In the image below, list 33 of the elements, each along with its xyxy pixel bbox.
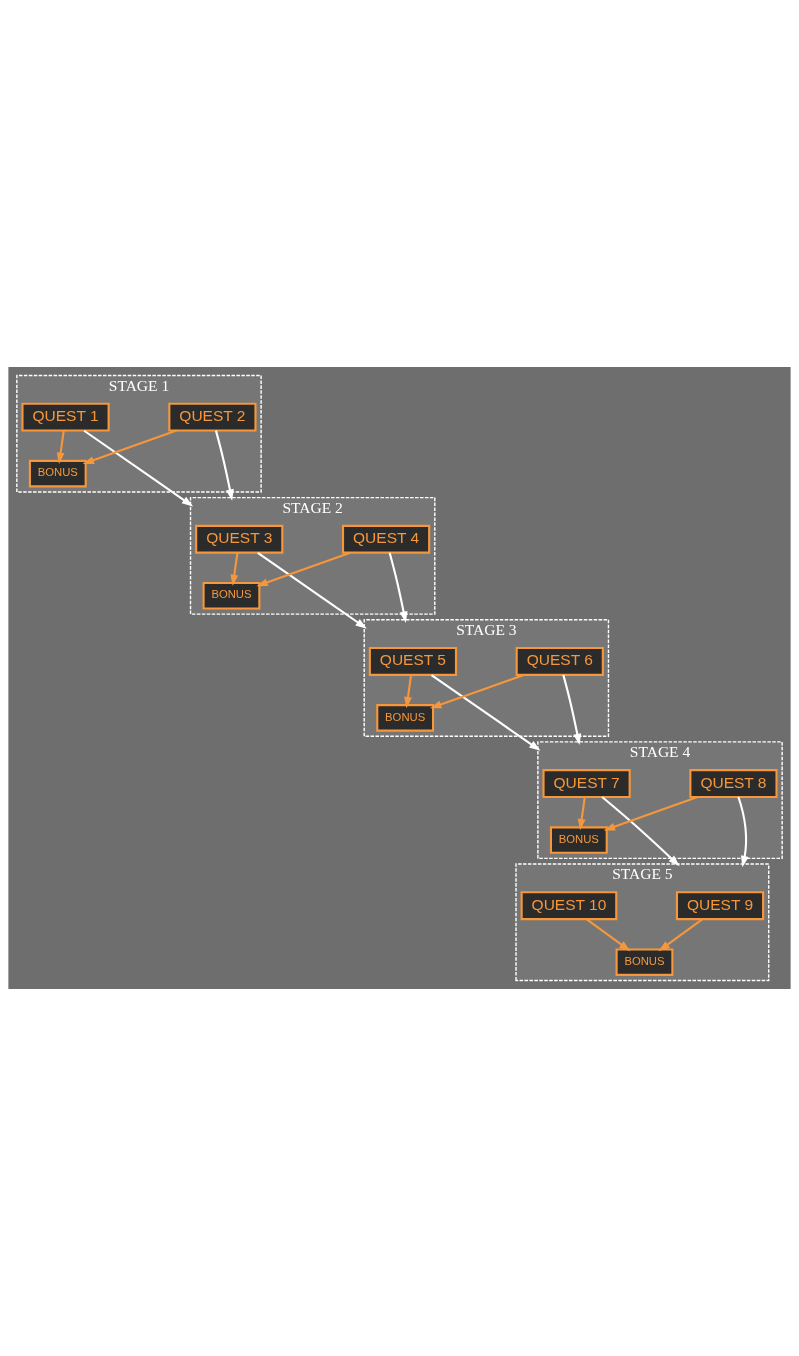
arrow xyxy=(257,552,367,629)
node-box: QUEST 7 xyxy=(542,769,631,798)
node-box: BONUS xyxy=(202,582,261,610)
arrow xyxy=(601,796,680,867)
arrow xyxy=(404,674,413,709)
arrow xyxy=(430,673,525,709)
arrow xyxy=(737,796,749,868)
arrow xyxy=(256,551,351,587)
arrow xyxy=(388,552,408,623)
node-box: QUEST 5 xyxy=(368,646,458,676)
node-box: QUEST 10 xyxy=(520,891,618,921)
arrow xyxy=(577,796,586,831)
node-box: QUEST 6 xyxy=(515,646,604,676)
node-box: QUEST 8 xyxy=(689,769,778,798)
arrow xyxy=(585,918,631,952)
node-box: QUEST 2 xyxy=(168,402,257,432)
node-box: QUEST 9 xyxy=(675,891,765,921)
node-box: BONUS xyxy=(28,459,87,488)
node-box: BONUS xyxy=(376,704,435,732)
arrow xyxy=(230,552,239,587)
node-box: BONUS xyxy=(549,826,608,854)
arrow xyxy=(83,429,194,507)
arrow xyxy=(603,796,698,831)
node-box: QUEST 3 xyxy=(195,524,284,554)
node-box: QUEST 1 xyxy=(21,402,110,432)
arrow xyxy=(82,429,177,465)
arrow xyxy=(430,674,541,751)
arrow xyxy=(658,918,704,952)
node-box: BONUS xyxy=(615,948,674,976)
node-box: QUEST 4 xyxy=(341,524,431,554)
arrow xyxy=(56,430,65,464)
arrow xyxy=(214,430,234,501)
arrow xyxy=(562,674,582,746)
